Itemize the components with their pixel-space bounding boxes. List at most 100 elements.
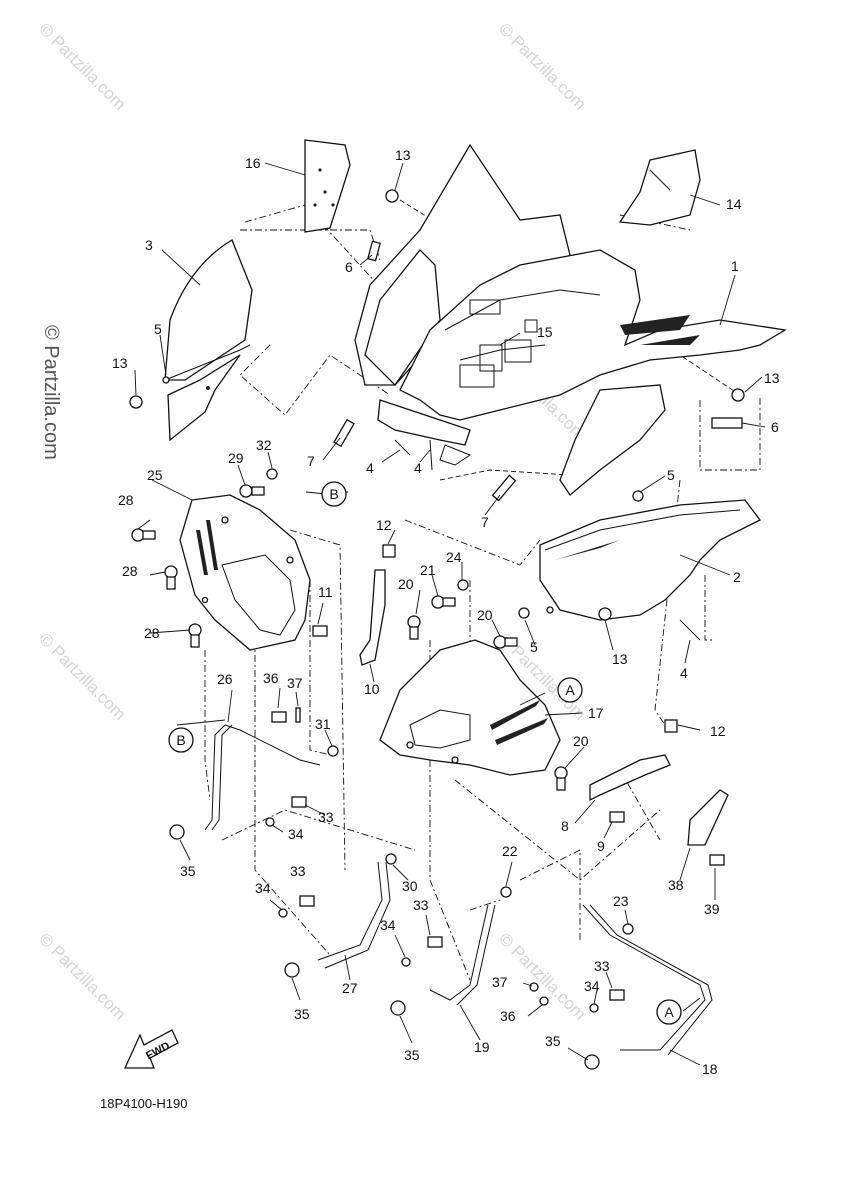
part-15-decal <box>524 319 538 333</box>
assembly-lines <box>204 199 761 981</box>
callout-34: 34 <box>380 917 396 933</box>
callout-35: 35 <box>404 1047 420 1063</box>
callout-37: 37 <box>287 675 303 691</box>
callout-33: 33 <box>594 958 610 974</box>
callout-33: 33 <box>318 809 334 825</box>
ref-b-label: B <box>329 486 338 502</box>
callout-5: 5 <box>667 467 675 483</box>
callout-5: 5 <box>154 321 162 337</box>
callout-28: 28 <box>122 563 138 579</box>
callout-34: 34 <box>584 978 600 994</box>
ref-circle-b <box>168 727 194 753</box>
part-16-panel <box>304 139 351 233</box>
callout-33: 33 <box>290 863 306 879</box>
callout-13: 13 <box>612 651 628 667</box>
part-8-bracket <box>589 754 671 802</box>
part-6-right-patch <box>711 417 743 429</box>
ref-circle-a <box>557 677 583 703</box>
callout-10: 10 <box>364 681 380 697</box>
callout-13: 13 <box>395 147 411 163</box>
callout-28: 28 <box>144 625 160 641</box>
callout-4: 4 <box>680 665 688 681</box>
callout-2: 2 <box>733 569 741 585</box>
callout-35: 35 <box>294 1006 310 1022</box>
callout-21: 21 <box>420 562 436 578</box>
stays-rods <box>204 724 713 1056</box>
callout-20: 20 <box>573 733 589 749</box>
callout-7: 7 <box>481 514 489 530</box>
callout-13: 13 <box>764 370 780 386</box>
callout-6: 6 <box>345 259 353 275</box>
callout-5: 5 <box>530 639 538 655</box>
callout-20: 20 <box>477 607 493 623</box>
callout-31: 31 <box>315 716 331 732</box>
callout-6: 6 <box>771 419 779 435</box>
callout-19: 19 <box>474 1039 490 1055</box>
fwd-arrow-icon: FWD <box>123 1029 179 1069</box>
reference-markers: B B A A <box>168 481 682 1025</box>
callout-39: 39 <box>704 901 720 917</box>
callout-7: 7 <box>307 453 315 469</box>
watermark-text: © Partzilla.com <box>35 629 129 723</box>
fasteners <box>129 189 745 1070</box>
callout-23: 23 <box>613 893 629 909</box>
callout-8: 8 <box>561 818 569 834</box>
callout-28: 28 <box>118 492 134 508</box>
callout-34: 34 <box>255 880 271 896</box>
watermark-text: © Partzilla.com <box>35 19 129 113</box>
callout-12: 12 <box>376 517 392 533</box>
ref-a-label: A <box>664 1004 674 1020</box>
part-3-side-panel <box>164 239 253 442</box>
callout-14: 14 <box>726 196 742 212</box>
callout-34: 34 <box>288 826 304 842</box>
part-25-left-shroud <box>179 494 311 651</box>
callout-29: 29 <box>228 450 244 466</box>
watermark-text: © Partzilla.com <box>35 929 129 1023</box>
callout-20: 20 <box>398 576 414 592</box>
ref-b-label: B <box>176 732 185 748</box>
callout-30: 30 <box>402 878 418 894</box>
part-12-clips <box>382 544 678 733</box>
callout-35: 35 <box>545 1033 561 1049</box>
callout-11: 11 <box>318 584 333 600</box>
callout-1: 1 <box>731 258 739 274</box>
callout-26: 26 <box>217 671 233 687</box>
callout-4: 4 <box>366 460 374 476</box>
ref-circle-b <box>321 481 347 507</box>
callout-24: 24 <box>446 549 462 565</box>
watermark-vertical: © Partzilla.com <box>40 325 62 460</box>
callout-17: 17 <box>588 705 604 721</box>
callout-3: 3 <box>145 237 153 253</box>
part-14-decal <box>618 149 701 226</box>
callout-22: 22 <box>502 843 518 859</box>
diagram-code: 18P4100-H190 <box>100 1096 187 1111</box>
part-6-patch <box>367 240 381 262</box>
callout-36: 36 <box>500 1008 516 1024</box>
callout-25: 25 <box>147 467 163 483</box>
part-17-right-shroud <box>379 639 561 776</box>
callout-13: 13 <box>112 355 128 371</box>
callout-32: 32 <box>256 437 272 453</box>
callout-12: 12 <box>710 723 726 739</box>
ref-circle-a <box>656 999 682 1025</box>
callout-38: 38 <box>668 877 684 893</box>
callout-15: 15 <box>537 324 553 340</box>
part-10-bracket <box>359 569 386 666</box>
callout-27: 27 <box>342 980 358 996</box>
center-bracket <box>377 399 472 466</box>
callout-36: 36 <box>263 670 279 686</box>
part-38-stay <box>687 789 729 846</box>
callout-9: 9 <box>597 838 605 854</box>
part-1-front-cowl <box>354 143 787 421</box>
callout-33: 33 <box>413 897 429 913</box>
part-2-lower-cowl <box>539 384 761 621</box>
callout-35: 35 <box>180 863 196 879</box>
callout-18: 18 <box>702 1061 718 1077</box>
callout-16: 16 <box>245 155 261 171</box>
callout-37: 37 <box>492 974 508 990</box>
watermark-text: © Partzilla.com <box>495 19 589 113</box>
callout-numbers: 16 13 14 6 3 5 13 1 15 13 6 7 4 4 5 7 2 … <box>112 147 780 1077</box>
callout-4: 4 <box>414 460 422 476</box>
ref-a-label: A <box>565 682 575 698</box>
